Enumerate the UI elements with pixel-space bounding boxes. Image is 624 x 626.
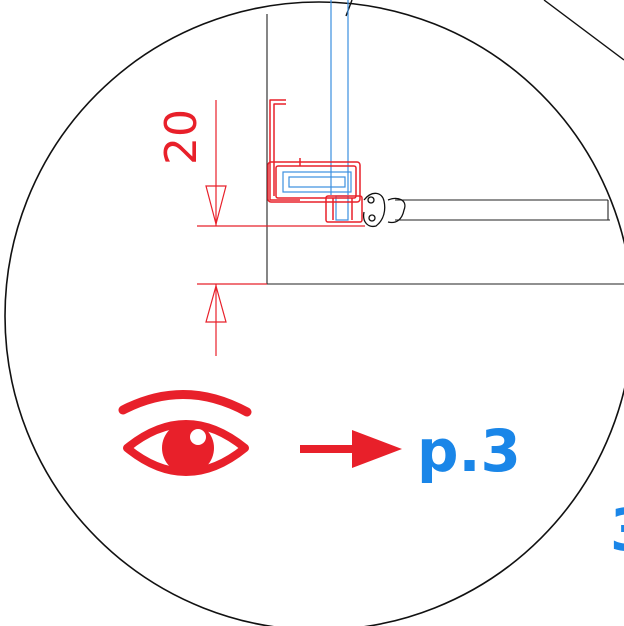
callout-leader: [345, 0, 624, 61]
page-reference: p.3: [417, 417, 521, 485]
dimension-20: 20: [156, 100, 365, 356]
dimension-value: 20: [156, 109, 207, 165]
eye-icon: [118, 390, 252, 476]
wall-profile: [267, 99, 363, 223]
edge-number: 3: [610, 496, 624, 564]
detail-circle: [4, 1, 624, 626]
wall-outline: [266, 14, 624, 285]
arrow-right-icon: [300, 430, 402, 468]
glass-panel: [282, 0, 352, 221]
seal-gasket: [362, 192, 406, 228]
